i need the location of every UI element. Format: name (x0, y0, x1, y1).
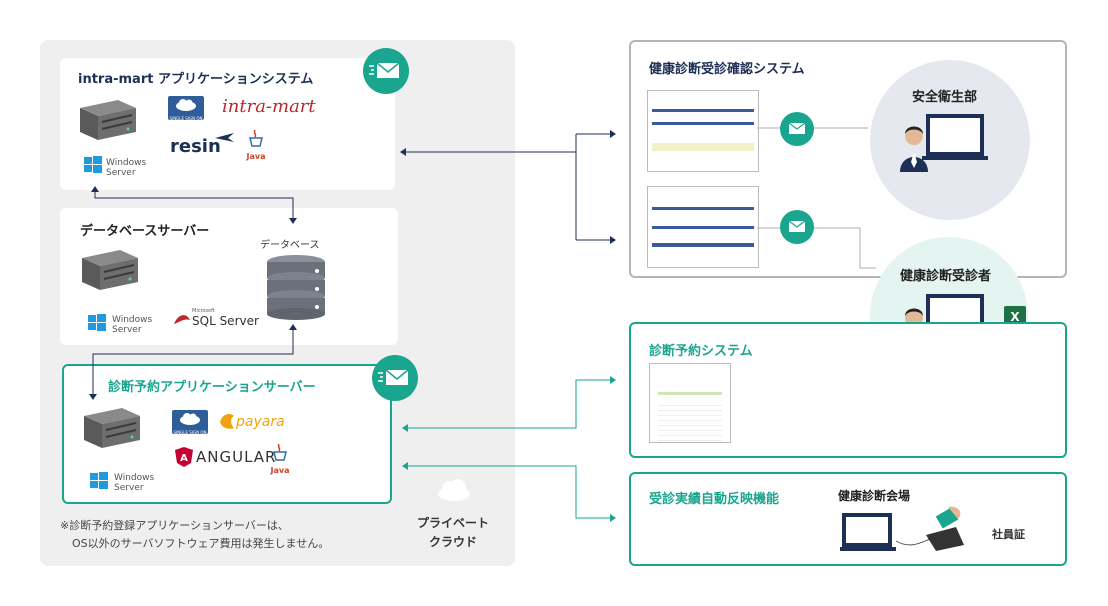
result-function-title: 受診実績自動反映機能 (649, 492, 780, 507)
windows-icon (88, 314, 106, 331)
office-worker-icon (900, 114, 988, 172)
java-logo: Java (246, 128, 266, 161)
confirm-screenshot-2 (647, 186, 759, 268)
windows-icon (84, 156, 102, 173)
windows-server-label: Windows Server (106, 158, 147, 178)
server-icon (84, 408, 140, 448)
confirm-screenshot-1 (647, 90, 759, 172)
database-icon (267, 255, 325, 320)
private-cloud-label: プライベート クラウド (416, 516, 489, 549)
db-label: データベース (260, 240, 320, 251)
intramart-app-box: intra-mart アプリケーションシステム Windows Server S… (60, 58, 395, 190)
cloud-icon (438, 479, 470, 501)
angular-logo: A ANGULAR (174, 446, 275, 472)
cloud-icon (180, 413, 200, 425)
reserve-screenshot (649, 363, 731, 443)
footnote: ※診断予約登録アプリケーションサーバーは、 OS以外のサーバソフトウェア費用は発… (60, 519, 330, 550)
sql-server-icon (174, 315, 190, 324)
resin-logo: resin (170, 136, 221, 157)
java-cup-icon (249, 129, 263, 147)
single-sign-on-logo: SINGLE SIGN ON (168, 96, 204, 121)
fish-icon (220, 414, 234, 429)
angular-shield-icon: A (175, 447, 193, 467)
java-logo: Java (270, 442, 290, 475)
payara-logo: payara (218, 410, 285, 436)
single-sign-on-logo: SINGLE SIGN ON (172, 410, 208, 435)
db-server-box: データベースサーバー データベース Windows Server Microso… (60, 208, 398, 345)
windows-server-label: Windows Server (114, 473, 155, 493)
server-icon (82, 250, 138, 290)
server-icon (80, 100, 136, 140)
intramart-box-title: intra-mart アプリケーションシステム (78, 72, 314, 87)
mail-icon (780, 112, 814, 146)
reserve-app-box-title: 診断予約アプリケーションサーバー (108, 380, 316, 395)
windows-icon (90, 472, 108, 489)
cloud-icon (176, 99, 196, 111)
employee-card-label: 社員証 (992, 528, 1025, 541)
reserve-app-server-box: 診断予約アプリケーションサーバー Windows Server SINGLE S… (62, 364, 392, 504)
sql-server-logo: Microsoft SQL Server (172, 308, 259, 334)
venue-label: 健康診断会場 (838, 489, 911, 503)
safety-dept-label: 安全衛生部 (912, 90, 978, 105)
windows-server-label: Windows Server (112, 315, 153, 335)
mail-notification-icon (372, 355, 418, 401)
mail-icon (780, 210, 814, 244)
java-cup-icon (273, 443, 287, 461)
confirm-system-title: 健康診断受診確認システム (649, 62, 805, 77)
intramart-logo: intra-mart (222, 96, 316, 117)
card-reader-icon (840, 506, 964, 551)
db-box-title: データベースサーバー (80, 224, 210, 239)
reserve-system-title: 診断予約システム (649, 344, 753, 359)
mail-notification-icon (363, 48, 409, 94)
svg-text:A: A (180, 453, 188, 464)
plane-icon (215, 133, 234, 142)
examinee-label: 健康診断受診者 (900, 269, 992, 284)
